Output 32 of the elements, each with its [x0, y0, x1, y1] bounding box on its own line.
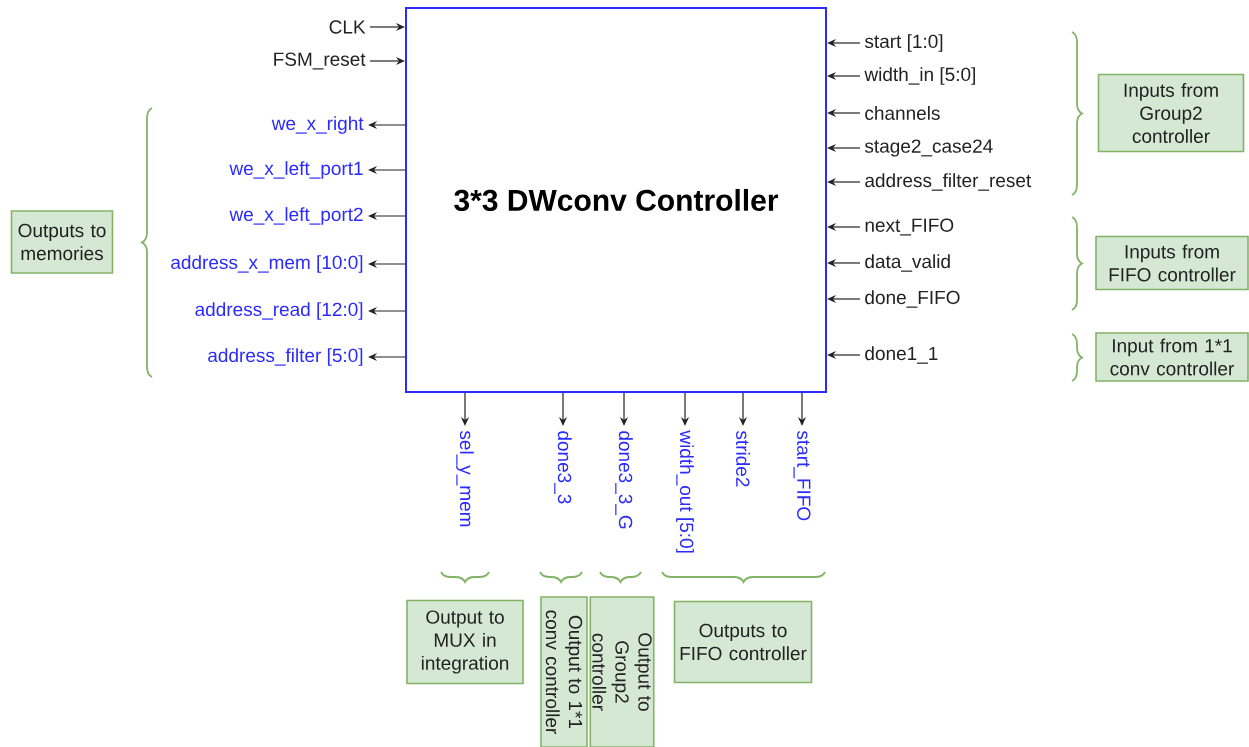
signal-label: done3_3 [554, 431, 572, 504]
signal-label: channels [865, 106, 940, 120]
signal-label: address_filter_reset [865, 173, 1032, 191]
signal-label: width_in [5:0] [864, 67, 975, 85]
signal-label: FSM_reset [274, 52, 366, 70]
signal-label: we_x_left_port1 [229, 161, 363, 179]
group-label-box: Inputs from FIFO controller [1095, 235, 1249, 291]
signal-label: we_x_left_port2 [229, 207, 363, 225]
signal-label: CLK [329, 20, 366, 34]
group-label-box: Outputs to FIFO controller [673, 600, 813, 684]
signal-label: address_filter [5:0] [208, 348, 363, 366]
signal-label: address_read [12:0] [195, 302, 363, 320]
signal-label: done3_3_G [615, 431, 633, 529]
signal-label: start [1:0] [864, 34, 943, 52]
signal-label: next_FIFO [865, 218, 954, 236]
signal-label: width_out [5:0] [676, 430, 694, 553]
group-label-box: Output to 1*1 conv controller [540, 596, 588, 747]
group-label-box: Input from 1*1 conv controller [1095, 332, 1249, 382]
group-label-box: Output to MUX in integration [406, 599, 524, 685]
signal-label: we_x_right [271, 116, 364, 134]
signal-label: start_FIFO [793, 430, 811, 521]
signal-label: stage2_case24 [864, 139, 993, 157]
signal-label: stride2 [736, 430, 750, 487]
signal-label: done1_1 [865, 346, 938, 364]
group-label-box: Outputs to memories [10, 210, 114, 274]
signal-label: done_FIFO [865, 290, 960, 308]
signal-label: data_valid [865, 254, 950, 272]
signal-label: address_x_mem [10:0] [171, 255, 363, 273]
group-label-box: Output to Group2 controller [589, 596, 655, 747]
signal-label: sel_y_mem [456, 430, 474, 527]
group-label-box: Inputs from Group2 controller [1097, 73, 1245, 153]
controller-box: 3*3 DWconv Controller [405, 7, 827, 393]
